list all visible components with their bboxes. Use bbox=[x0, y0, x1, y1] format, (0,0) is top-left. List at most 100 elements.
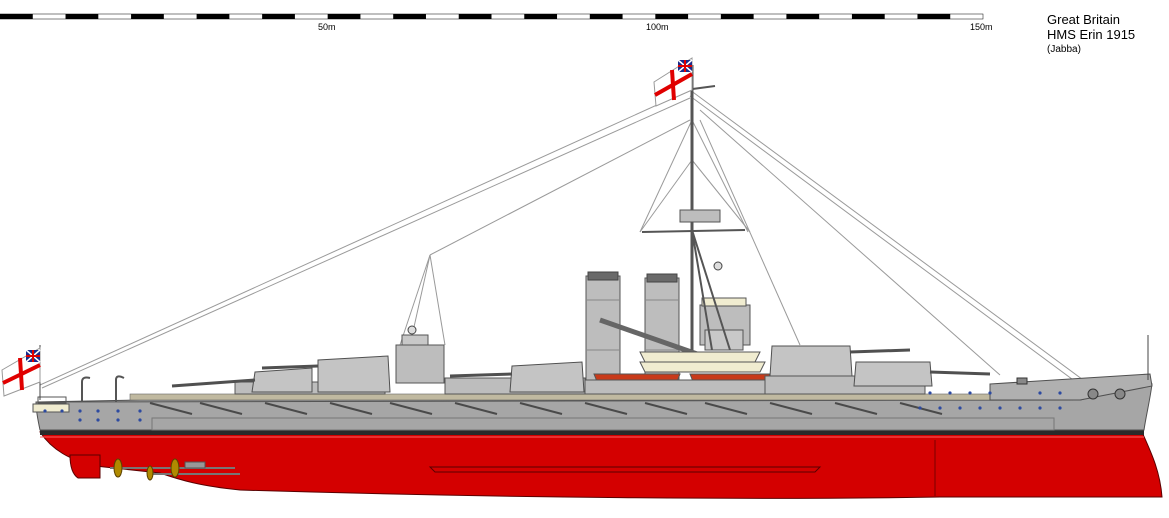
casemate-gun-barrel bbox=[704, 402, 748, 415]
scale-label-50m: 50m bbox=[318, 22, 336, 32]
turret-a bbox=[853, 361, 933, 387]
casemate-gun-barrel bbox=[644, 402, 688, 415]
anchors bbox=[1087, 388, 1126, 400]
porthole bbox=[78, 418, 82, 422]
scale-bar-segment bbox=[458, 14, 492, 19]
turret-y bbox=[251, 367, 313, 393]
scale-bar-segment bbox=[131, 14, 164, 19]
boat-deck bbox=[584, 379, 776, 395]
caption-author: (Jabba) bbox=[1047, 43, 1081, 55]
armor-belt bbox=[151, 417, 1055, 431]
scale-bar-segment bbox=[196, 14, 230, 19]
porthole bbox=[998, 406, 1002, 410]
porthole bbox=[116, 418, 120, 422]
stern-walk bbox=[32, 403, 70, 413]
casemate-gun-barrel bbox=[519, 402, 563, 415]
scale-bar-segment bbox=[917, 14, 951, 19]
scale-bar-segment bbox=[589, 14, 623, 19]
scale-bar-segment bbox=[524, 14, 558, 19]
scale-bar-segment bbox=[851, 14, 885, 19]
boat-crane bbox=[599, 317, 701, 358]
funnel-bands bbox=[586, 299, 679, 351]
spotting-top bbox=[679, 209, 721, 223]
tripod-leg-2 bbox=[691, 229, 731, 351]
deck-planking bbox=[129, 393, 1081, 401]
funnel-aft-cap bbox=[587, 271, 619, 281]
scale-bar-segment bbox=[327, 14, 361, 19]
scale-label-100m: 100m bbox=[646, 22, 669, 32]
bridge-wing bbox=[701, 297, 747, 307]
caption-country: Great Britain bbox=[1047, 12, 1120, 27]
spotting-top-yard bbox=[641, 229, 746, 233]
turret-q-guns bbox=[449, 372, 513, 378]
porthole bbox=[1038, 391, 1042, 395]
porthole bbox=[958, 406, 962, 410]
turret-x bbox=[317, 355, 391, 393]
scale-bar-segment bbox=[655, 14, 689, 19]
porthole bbox=[1058, 391, 1062, 395]
scale-bar-segment bbox=[393, 14, 426, 19]
porthole bbox=[938, 406, 942, 410]
turret-y-guns bbox=[171, 378, 256, 388]
waterline-band bbox=[40, 430, 1144, 435]
casemate-gun-barrel bbox=[389, 402, 433, 415]
casemate-gun-barrel bbox=[264, 402, 308, 415]
porthole bbox=[138, 409, 142, 413]
turret-a-guns bbox=[929, 370, 991, 376]
aft-control-tower bbox=[395, 344, 445, 384]
porthole bbox=[60, 409, 64, 413]
scale-bar-segment bbox=[0, 14, 33, 19]
scale-bar bbox=[0, 13, 984, 20]
porthole bbox=[138, 418, 142, 422]
scale-bar-segment bbox=[786, 14, 820, 19]
casemate-gun-barrel bbox=[834, 402, 878, 415]
turret-b-guns bbox=[849, 348, 911, 354]
stern-ventilators bbox=[81, 375, 125, 402]
stern-walk-rail bbox=[37, 396, 67, 404]
aft-searchlight bbox=[407, 325, 417, 335]
aft-searchlight-platform bbox=[401, 334, 429, 346]
porthole bbox=[43, 409, 47, 413]
porthole bbox=[96, 418, 100, 422]
casemate-gun-barrel bbox=[149, 402, 193, 415]
white-ensign-mast bbox=[653, 57, 693, 107]
porthole bbox=[948, 391, 952, 395]
porthole bbox=[928, 391, 932, 395]
turret-x-guns bbox=[261, 364, 319, 370]
searchlight-fore bbox=[713, 261, 723, 271]
porthole bbox=[1018, 406, 1022, 410]
deck-edge bbox=[35, 399, 1081, 403]
shaft-bracket bbox=[184, 461, 206, 469]
bow-capstan bbox=[1016, 377, 1028, 385]
hull-underwater bbox=[39, 431, 1163, 499]
turret-q bbox=[509, 361, 585, 393]
scale-label-150m: 150m bbox=[970, 22, 993, 32]
funnel-fore-cap bbox=[646, 273, 678, 283]
rudder bbox=[69, 454, 101, 479]
bilge-keel bbox=[428, 466, 822, 473]
porthole bbox=[1058, 406, 1062, 410]
drawing-caption: Great Britain HMS Erin 1915 (Jabba) bbox=[1047, 12, 1135, 55]
porthole bbox=[1038, 406, 1042, 410]
casemate-gun-barrel bbox=[584, 402, 628, 415]
white-ensign-stern bbox=[1, 345, 41, 400]
tripod-leg-1 bbox=[691, 229, 713, 351]
portholes bbox=[43, 391, 1062, 422]
casemate-gun-barrel bbox=[454, 402, 498, 415]
rigging bbox=[39, 89, 1091, 389]
porthole bbox=[968, 391, 972, 395]
porthole bbox=[78, 409, 82, 413]
scale-bar-segment bbox=[720, 14, 754, 19]
funnel-aft bbox=[585, 275, 621, 381]
scale-bar-segment bbox=[262, 14, 295, 19]
casemate-gun-barrel bbox=[769, 402, 813, 415]
porthole bbox=[96, 409, 100, 413]
casemate-gun-barrel bbox=[199, 402, 243, 415]
propellers bbox=[113, 458, 180, 481]
porthole bbox=[988, 391, 992, 395]
turret-b bbox=[769, 345, 853, 377]
casemate-gun-barrel bbox=[329, 402, 373, 415]
porthole bbox=[978, 406, 982, 410]
